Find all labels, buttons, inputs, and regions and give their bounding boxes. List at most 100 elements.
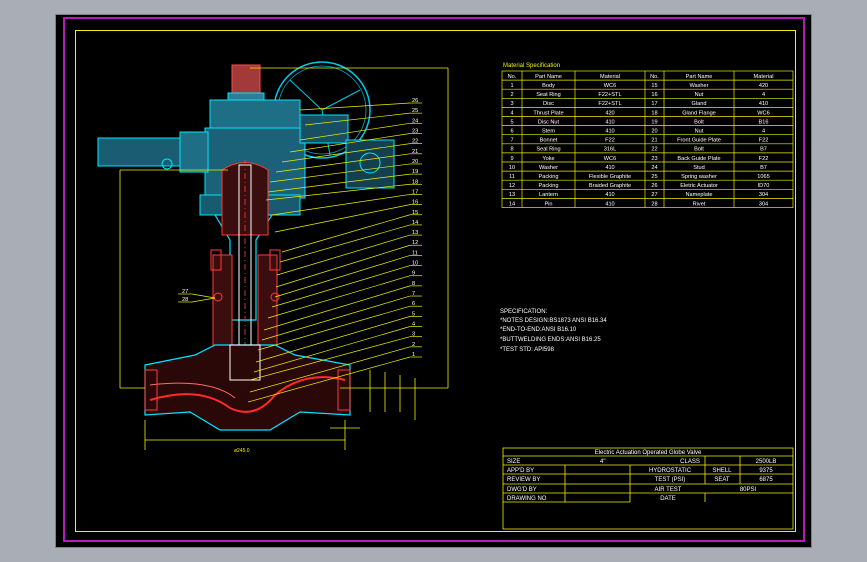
callout-number: 27 xyxy=(182,289,188,295)
material-table-cell: Seal Ring xyxy=(536,147,560,153)
material-spec-title: Material Specification xyxy=(503,63,560,69)
material-table-cell: 6 xyxy=(510,129,513,135)
callout-number: 5 xyxy=(412,311,415,317)
material-table-cell: 4 xyxy=(762,92,765,98)
material-table-cell: Flexible Graphite xyxy=(589,174,631,180)
material-table-cell: 20 xyxy=(651,129,657,135)
material-table-cell: 14 xyxy=(509,201,515,207)
callout-number: 15 xyxy=(412,210,418,216)
material-table-cell: Lantern xyxy=(539,192,558,198)
material-table-cell: 1065 xyxy=(757,174,769,180)
valve-drawing: ø245.0 xyxy=(97,61,449,454)
callout-number: 25 xyxy=(412,108,418,114)
material-table-cell: F22+STL xyxy=(598,92,621,98)
callout-number: 13 xyxy=(412,230,418,236)
material-table-cell: Nut xyxy=(695,129,704,135)
seat-label: SEAT xyxy=(714,477,730,483)
size-label: SIZE xyxy=(507,459,520,465)
material-table-cell: 22 xyxy=(651,147,657,153)
material-table-cell: B7 xyxy=(760,165,767,171)
material-table-cell: Braided Graphite xyxy=(589,183,631,189)
test-psi-label: TEST (PSI) xyxy=(655,477,686,483)
callout-number: 22 xyxy=(412,139,418,145)
callout-number: 12 xyxy=(412,240,418,246)
material-table-cell: 410 xyxy=(605,119,614,125)
material-table-cell: Bolt xyxy=(694,147,704,153)
title-block: Electric Actuation Operated Globe Valve … xyxy=(502,447,794,530)
material-table-header: No. xyxy=(508,74,517,80)
material-table-cell: Gland xyxy=(692,101,707,107)
material-table-cell: F22 xyxy=(759,156,769,162)
material-table-cell: 16 xyxy=(651,92,657,98)
class-value: 2500LB xyxy=(756,459,777,465)
title-block-title: Electric Actuation Operated Globe Valve xyxy=(595,450,702,456)
callout-number: 9 xyxy=(412,271,415,277)
material-table-cell: Bolt xyxy=(694,119,704,125)
material-table-cell: 10 xyxy=(509,165,515,171)
spec-line: *TEST STD: API598 xyxy=(500,347,555,353)
material-table-cell: Yoke xyxy=(542,156,554,162)
callout-number: 14 xyxy=(412,220,418,226)
material-table-cell: 18 xyxy=(651,110,657,116)
class-label: CLASS xyxy=(680,459,700,465)
material-table-cell: 304 xyxy=(759,201,768,207)
callout-leaders xyxy=(178,102,422,403)
material-table-cell: 12 xyxy=(509,183,515,189)
material-table-cell: 7 xyxy=(510,138,513,144)
material-table-cell: Back Guide Plate xyxy=(677,156,720,162)
material-table-cell: WC6 xyxy=(757,110,769,116)
material-table-cell: WC6 xyxy=(604,156,616,162)
material-table-cell: 2 xyxy=(510,92,513,98)
callout-number: 7 xyxy=(412,291,415,297)
callout-number: 6 xyxy=(412,301,415,307)
material-table-cell: 304 xyxy=(759,192,768,198)
callout-number: 16 xyxy=(412,200,418,206)
material-table-cell: 8 xyxy=(510,147,513,153)
material-table-cell: Rivet xyxy=(693,201,706,207)
callout-number: 11 xyxy=(412,250,418,256)
material-table-cell: 19 xyxy=(651,119,657,125)
drawing-no-label: DRAWING NO xyxy=(507,496,547,502)
seat-value: 6875 xyxy=(759,477,773,483)
callout-number: 24 xyxy=(412,118,418,124)
callout-number: 3 xyxy=(412,332,415,338)
callout-number: 19 xyxy=(412,169,418,175)
material-table-cell: 1 xyxy=(510,83,513,89)
material-table-cell: 420 xyxy=(759,83,768,89)
callout-number: 10 xyxy=(412,261,418,267)
drawing-frame xyxy=(75,30,796,532)
callout-number: 17 xyxy=(412,189,418,195)
air-test-value: 80PSI xyxy=(740,487,757,493)
material-table-cell: Gland Flange xyxy=(682,110,716,116)
material-table-cell: 3 xyxy=(510,101,513,107)
callout-number: 21 xyxy=(412,149,418,155)
material-table-cell: Body xyxy=(542,83,555,89)
material-table-cell: 24 xyxy=(651,165,657,171)
material-table-cell: Bonnet xyxy=(540,138,558,144)
material-table-cell: 316L xyxy=(604,147,616,153)
material-table-cell: B7 xyxy=(760,147,767,153)
material-table-cell: Stem xyxy=(542,129,555,135)
material-table-cell: Disc xyxy=(543,101,554,107)
material-table-cell: Front Guide Plate xyxy=(677,138,721,144)
material-table-cell: 15 xyxy=(651,83,657,89)
material-table-cell: 21 xyxy=(651,138,657,144)
svg-text:ø245.0: ø245.0 xyxy=(234,448,250,454)
material-table-cell: F22 xyxy=(759,138,769,144)
shell-label: SHELL xyxy=(712,468,732,474)
callout-number: 1 xyxy=(412,352,415,358)
shell-value: 9375 xyxy=(759,468,773,474)
material-table-header: Part Name xyxy=(686,74,713,80)
material-table-cell: 4 xyxy=(510,110,513,116)
approved-label: APP'D BY xyxy=(507,468,534,474)
spec-heading: SPECIFICATION: xyxy=(500,309,548,315)
material-table-header: Material xyxy=(600,74,620,80)
material-table-header: Material xyxy=(754,74,774,80)
cad-viewport[interactable] xyxy=(55,14,812,548)
review-label: REVIEW BY xyxy=(507,477,540,483)
material-table-cell: Stud xyxy=(693,165,705,171)
callout-number: 20 xyxy=(412,159,418,165)
callout-number: 26 xyxy=(412,98,418,104)
material-table-cell: 28 xyxy=(651,201,657,207)
material-table-cell: 11 xyxy=(509,174,515,180)
